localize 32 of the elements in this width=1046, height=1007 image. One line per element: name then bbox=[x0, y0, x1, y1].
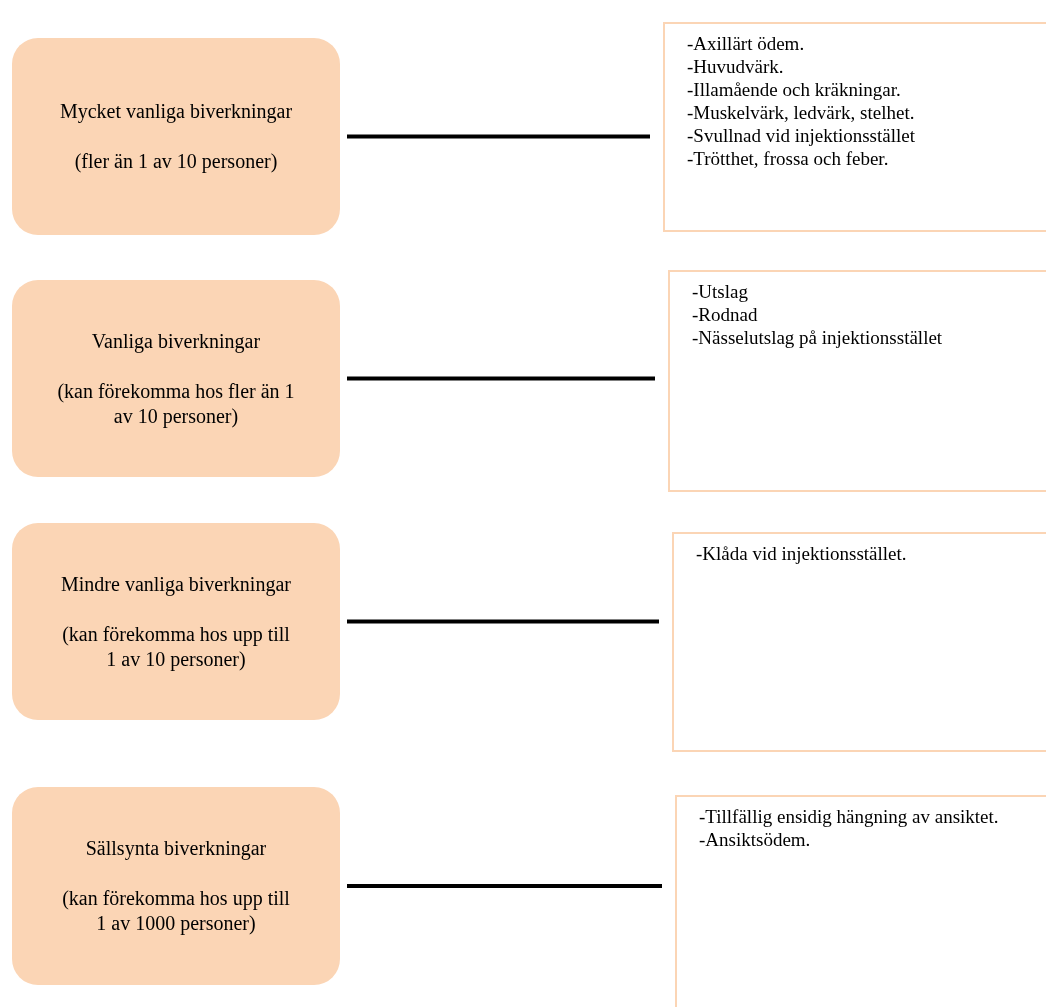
side-effect-item: -Svullnad vid injektionsstället bbox=[687, 124, 916, 147]
category-title: Sällsynta biverkningar bbox=[85, 836, 267, 861]
frequency-note: (kan förekomma hos upp till 1 av 1000 personer) bbox=[61, 886, 291, 936]
list-box bbox=[675, 795, 1046, 1007]
frequency-note: (kan förekomma hos upp till 1 av 10 personer) bbox=[61, 621, 291, 672]
side-effect-item: -Nässelutslag på injektionsstället bbox=[692, 326, 944, 349]
side-effect-item: -Huvudvärk. bbox=[687, 55, 785, 78]
side-effect-item: -Rodnad bbox=[692, 303, 759, 326]
list-box bbox=[663, 22, 1046, 232]
connector-line bbox=[347, 134, 650, 139]
side-effect-item: -Utslag bbox=[692, 280, 749, 303]
category-title: Mindre vanliga biverkningar bbox=[61, 571, 291, 597]
side-effect-item: -Klåda vid injektionsstället. bbox=[696, 542, 908, 565]
side-effect-item: -Ansiktsödem. bbox=[699, 828, 812, 851]
category-box bbox=[12, 787, 340, 985]
frequency-note: (fler än 1 av 10 personer) bbox=[74, 149, 278, 174]
list-box bbox=[668, 270, 1046, 492]
category-box bbox=[12, 523, 340, 720]
side-effect-item: -Trötthet, frossa och feber. bbox=[687, 147, 890, 170]
side-effect-item: -Axillärt ödem. bbox=[687, 32, 806, 55]
connector-line bbox=[347, 619, 659, 624]
category-title: Vanliga biverkningar bbox=[91, 328, 261, 354]
frequency-note: (kan förekomma hos fler än 1 av 10 personer) bbox=[56, 378, 296, 429]
side-effect-item: -Tillfällig ensidig hängning av ansiktet. bbox=[699, 805, 1000, 828]
list-box bbox=[672, 532, 1046, 752]
connector-line bbox=[347, 376, 655, 381]
side-effect-item: -Muskelvärk, ledvärk, stelhet. bbox=[687, 101, 916, 124]
connector-line bbox=[347, 884, 662, 888]
side-effect-item: -Illamående och kräkningar. bbox=[687, 78, 902, 101]
category-title: Mycket vanliga biverkningar bbox=[59, 99, 293, 124]
category-box bbox=[12, 38, 340, 235]
category-box bbox=[12, 280, 340, 477]
